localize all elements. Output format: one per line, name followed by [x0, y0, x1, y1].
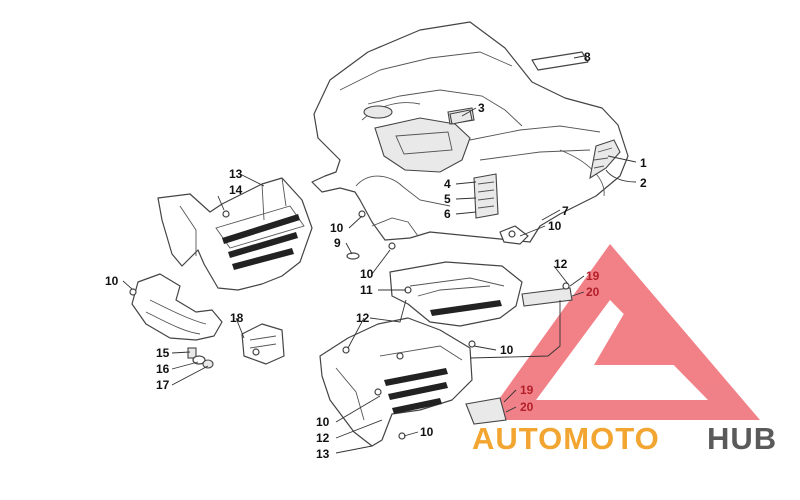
right-footwell — [319, 317, 473, 447]
callout-11: 11 — [360, 283, 373, 297]
callout-5: 5 — [444, 192, 451, 206]
warning-labels — [473, 173, 499, 219]
callout-6: 6 — [444, 207, 451, 221]
callout-10-left: 10 — [105, 274, 119, 288]
watermark-brand-part2: HUB — [707, 421, 777, 456]
watermark-logo-triangle — [484, 244, 760, 420]
callout-4: 4 — [444, 177, 451, 191]
callout-16: 16 — [156, 362, 170, 376]
callout-14: 14 — [229, 183, 243, 197]
decal-strip — [531, 51, 589, 71]
callout-1: 1 — [640, 156, 647, 170]
callout-12-right: 12 — [554, 257, 568, 271]
bracket — [241, 323, 285, 365]
callout-20-upper: 20 — [586, 285, 600, 299]
callout-9: 9 — [334, 236, 341, 250]
callout-19-lower: 19 — [520, 383, 534, 397]
callout-10-bottom-b: 10 — [420, 425, 434, 439]
callout-19-upper: 19 — [586, 269, 600, 283]
footrest-rail-upper — [521, 287, 573, 307]
callout-3: 3 — [478, 101, 485, 115]
callout-12-bottom: 12 — [316, 431, 330, 445]
left-footwell — [157, 177, 313, 291]
callout-2: 2 — [640, 176, 647, 190]
small-fasteners — [129, 210, 570, 440]
callout-10-lower-fender: 10 — [360, 267, 374, 281]
callout-7: 7 — [562, 204, 569, 218]
callout-13-bottom: 13 — [316, 447, 330, 461]
right-inner-fender — [389, 261, 523, 327]
callout-10-center: 10 — [500, 343, 514, 357]
callout-labels: 1 2 3 4 5 6 7 8 9 10 10 10 10 10 10 10 1… — [105, 50, 647, 461]
callout-17: 17 — [156, 378, 170, 392]
watermark-brand-part1: AUTOMOTO — [472, 421, 660, 456]
callout-20-lower: 20 — [520, 400, 534, 414]
callout-13-left: 13 — [229, 167, 243, 181]
callout-10-fender: 10 — [330, 221, 344, 235]
footrest-rail-lower — [465, 397, 507, 425]
callout-10-bottom-a: 10 — [316, 415, 330, 429]
callout-8: 8 — [584, 50, 591, 64]
fastener-set — [187, 347, 214, 369]
callout-10-right: 10 — [548, 219, 562, 233]
callout-15: 15 — [156, 346, 170, 360]
leader-lines — [122, 55, 637, 454]
callout-18: 18 — [230, 311, 244, 325]
left-mud-flap — [131, 273, 223, 341]
watermark-brand: AUTOMOTO HUB — [472, 421, 777, 456]
callout-12-upper: 12 — [356, 311, 370, 325]
